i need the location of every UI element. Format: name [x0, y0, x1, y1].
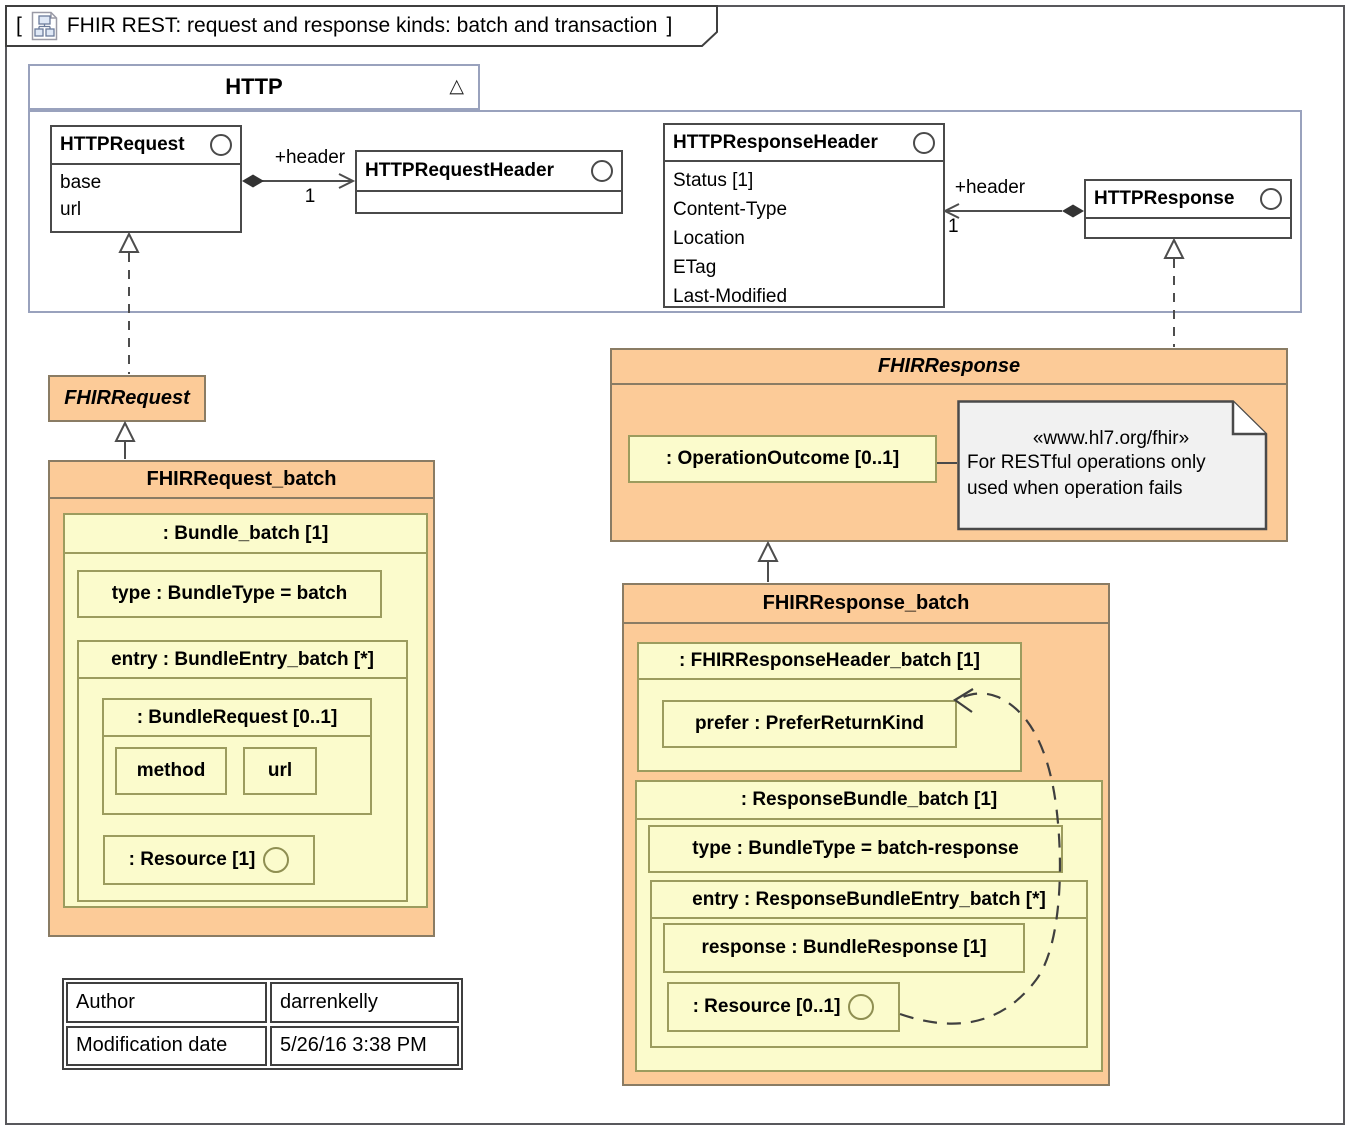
attribute: Location	[673, 228, 745, 249]
block-fhir-request-batch-name: FHIRRequest_batch	[50, 462, 433, 499]
class-http-response-header: HTTPResponseHeader Status [1] Content-Ty…	[663, 123, 945, 308]
note-stereotype: «www.hl7.org/fhir»	[1032, 428, 1190, 449]
association-multiplicity: 1	[304, 186, 316, 207]
part-bundle-batch-label: : Bundle_batch [1]	[65, 515, 426, 554]
info-value: darrenkelly	[270, 982, 459, 1023]
part-url: url	[243, 747, 317, 795]
diagram-icon	[31, 11, 58, 41]
title-tab	[5, 5, 718, 47]
attribute: url	[60, 199, 82, 220]
part-bundle-response: response : BundleResponse [1]	[663, 923, 1025, 973]
association-role-label: +header	[954, 177, 1026, 198]
part-prefer: prefer : PreferReturnKind	[662, 700, 957, 748]
info-key: Modification date	[66, 1025, 267, 1066]
part-bundle-request: : BundleRequest [0..1]	[102, 698, 372, 815]
interface-ball-icon	[848, 994, 875, 1020]
class-http-request: HTTPRequest base url	[50, 125, 242, 233]
interface-ball-icon	[263, 847, 290, 873]
class-http-response: HTTPResponse	[1084, 179, 1292, 239]
diagram-title: FHIR REST: request and response kinds: b…	[66, 14, 658, 37]
interface-ball-icon	[913, 131, 935, 154]
part-bundle-entry-label: entry : BundleEntry_batch [*]	[79, 642, 406, 679]
class-http-request-name: HTTPRequest	[60, 134, 185, 155]
class-http-response-header-name: HTTPResponseHeader	[673, 131, 878, 153]
part-method: method	[115, 747, 227, 795]
info-value: 5/26/16 3:38 PM	[270, 1025, 459, 1066]
http-package-name: HTTP	[225, 74, 283, 99]
association-multiplicity: 1	[948, 216, 959, 237]
collapse-triangle-icon: △	[449, 76, 464, 97]
block-fhir-request-name: FHIRRequest	[64, 387, 190, 409]
block-fhir-response-name: FHIRResponse	[612, 350, 1286, 385]
block-fhir-request: FHIRRequest	[48, 375, 206, 422]
association-role-label: +header	[274, 147, 346, 168]
part-bundle-request-label: : BundleRequest [0..1]	[104, 700, 370, 737]
interface-ball-icon	[210, 134, 232, 156]
part-resource: : Resource [1]	[103, 835, 315, 885]
interface-ball-icon	[591, 160, 613, 182]
part-fhir-response-header-batch-label: : FHIRResponseHeader_batch [1]	[639, 644, 1020, 680]
note-line: used when operation fails	[967, 478, 1183, 499]
class-http-request-header: HTTPRequestHeader	[355, 150, 623, 214]
uml-note	[957, 400, 1268, 531]
class-http-response-name: HTTPResponse	[1094, 188, 1235, 209]
note-content: «www.hl7.org/fhir» For RESTful operation…	[957, 402, 1265, 530]
part-bundle-type: type : BundleType = batch	[77, 570, 382, 618]
attribute: Content-Type	[673, 199, 788, 220]
part-response-bundle-type: type : BundleType = batch-response	[648, 825, 1063, 873]
diagram-title-bar: [ FHIR REST: request and response kinds:…	[16, 11, 672, 41]
part-resource-optional: : Resource [0..1]	[667, 982, 900, 1032]
attribute: Last-Modified	[673, 286, 788, 307]
attribute: base	[60, 172, 102, 193]
part-response-bundle-entry-label: entry : ResponseBundleEntry_batch [*]	[652, 882, 1086, 919]
block-fhir-response-batch-name: FHIRResponse_batch	[624, 585, 1108, 624]
part-response-bundle-batch-label: : ResponseBundle_batch [1]	[637, 782, 1101, 820]
title-bracket-close: ]	[666, 14, 673, 37]
class-http-request-header-name: HTTPRequestHeader	[365, 160, 554, 181]
part-resource-label: : Resource [1]	[128, 849, 256, 870]
title-bracket-open: [	[16, 14, 22, 37]
http-package-header: HTTP △	[28, 64, 480, 110]
diagram-info-table: Author darrenkelly Modification date 5/2…	[62, 978, 463, 1070]
part-operation-outcome: : OperationOutcome [0..1]	[628, 435, 937, 483]
attribute: Status [1]	[673, 170, 754, 191]
interface-ball-icon	[1260, 188, 1282, 210]
note-line: For RESTful operations only	[967, 452, 1206, 473]
info-key: Author	[66, 982, 267, 1023]
attribute: ETag	[673, 257, 717, 278]
note-fold-icon	[1231, 401, 1266, 436]
part-resource-optional-label: : Resource [0..1]	[692, 996, 841, 1017]
